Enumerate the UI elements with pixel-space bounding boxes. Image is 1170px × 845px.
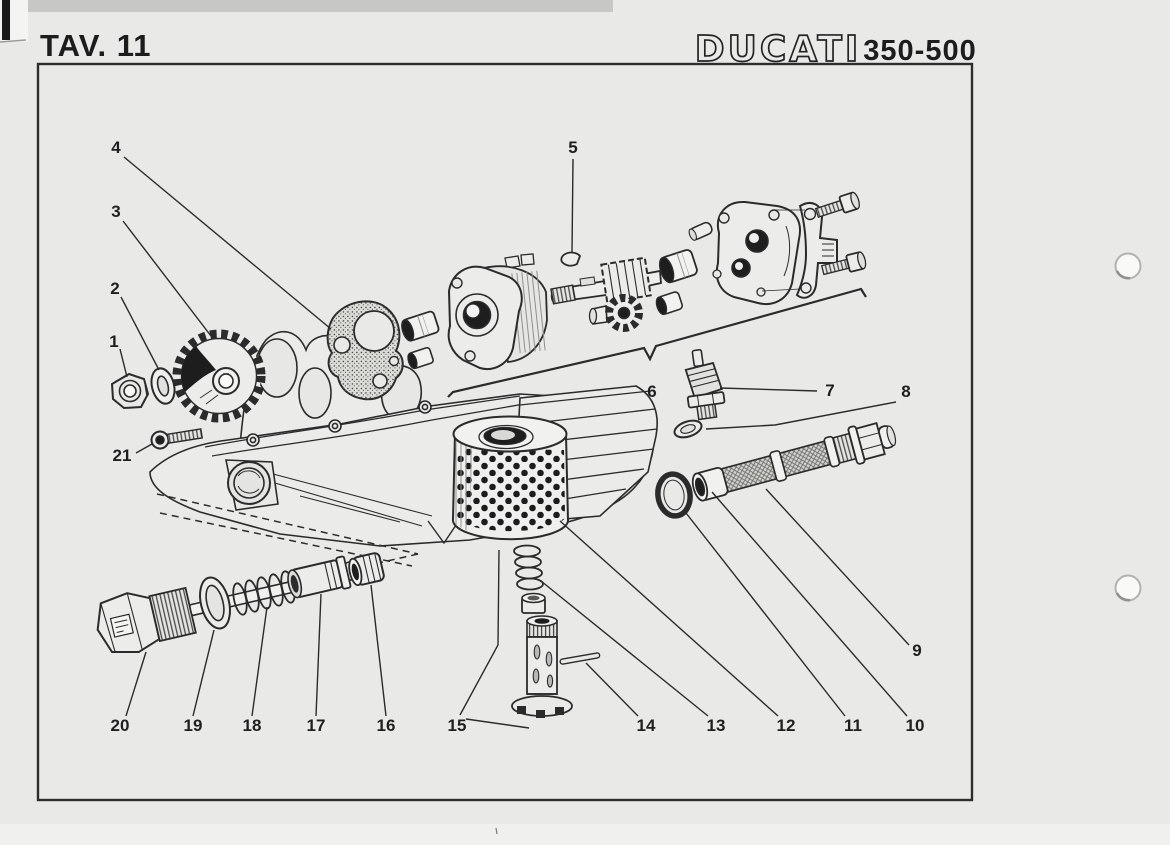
assembly-guide-lines (761, 209, 805, 292)
part-pump-body (447, 253, 548, 370)
leader-11 (685, 512, 846, 717)
part-screw (820, 251, 867, 276)
leader-12 (559, 520, 779, 717)
part-screw-socket (150, 428, 203, 450)
callout-20: 20 (111, 716, 130, 735)
leader-20 (125, 651, 147, 717)
leader-14 (585, 662, 639, 717)
leader-19 (192, 629, 215, 717)
page-bottom-margin (0, 824, 1170, 845)
callout-17: 17 (307, 716, 326, 735)
leader-5 (571, 158, 574, 253)
part-pin (559, 652, 601, 665)
part-gear (172, 329, 266, 423)
leader-lines (119, 156, 910, 729)
leader-2 (120, 296, 160, 371)
part-spring-vertical (513, 544, 544, 591)
part-bushing-small (407, 346, 434, 370)
part-screw (814, 191, 860, 219)
leader-16 (370, 584, 387, 717)
part-filter-support-tube (511, 615, 573, 718)
leader-17 (315, 593, 322, 717)
leader-8 (705, 401, 897, 430)
part-bushing-small (655, 291, 684, 316)
callout-10: 10 (906, 716, 925, 735)
leader-9 (765, 488, 910, 646)
leader-21 (135, 443, 153, 454)
callout-7: 7 (825, 381, 834, 400)
callout-13: 13 (707, 716, 726, 735)
part-washer (150, 367, 176, 405)
callout-18: 18 (243, 716, 262, 735)
callout-9: 9 (912, 641, 921, 660)
part-pressure-switch (684, 348, 726, 421)
part-o-ring (655, 471, 693, 519)
leader-18 (251, 606, 268, 717)
part-cap-nut (348, 552, 385, 587)
part-pump-shaft (550, 256, 662, 305)
page-mark (495, 827, 498, 835)
callout-11: 11 (844, 716, 862, 735)
part-pump-gear-small (588, 294, 643, 332)
model-label: 350-500 (863, 35, 976, 67)
part-bushing (658, 249, 698, 284)
callout-8: 8 (901, 382, 910, 401)
callout-3: 3 (111, 202, 120, 221)
part-valve-cap (521, 592, 546, 614)
callout-1: 1 (109, 332, 118, 351)
scan-edge-strip (28, 0, 613, 12)
part-gasket (326, 300, 404, 401)
callout-2: 2 (110, 279, 119, 298)
leader-3 (122, 220, 212, 337)
part-seal-washer (673, 419, 703, 439)
leader-4 (123, 156, 332, 330)
callout-12: 12 (777, 716, 796, 735)
part-nut (110, 372, 150, 410)
exploded-diagram (96, 191, 897, 718)
leader-1 (119, 348, 128, 378)
part-strainer-tube (691, 422, 897, 502)
callout-5: 5 (568, 138, 577, 157)
group-brace (447, 287, 867, 398)
callout-numbers: 1 2 3 4 5 6 7 8 9 10 11 12 13 14 15 16 1… (109, 138, 924, 735)
plate-frame (36, 62, 974, 802)
callout-4: 4 (111, 138, 121, 157)
leader-15a (459, 549, 500, 716)
callout-19: 19 (184, 716, 203, 735)
leader-7 (719, 387, 818, 392)
callout-14: 14 (637, 716, 656, 735)
callout-15: 15 (448, 716, 467, 735)
part-bushing (401, 310, 440, 342)
leader-13 (540, 580, 709, 717)
leader-15b (465, 718, 530, 729)
part-woodruff-key (560, 251, 582, 267)
part-roller-pin (688, 221, 713, 241)
plate-title: TAV. 11 (40, 28, 152, 63)
punch-holes (1114, 252, 1142, 602)
part-pump-cover (712, 200, 801, 305)
callout-6: 6 (647, 382, 656, 401)
part-plug-washer (199, 576, 231, 630)
callout-21: 21 (113, 446, 132, 465)
part-filter-cartridge (451, 415, 570, 541)
leader-10 (711, 491, 908, 717)
callout-16: 16 (377, 716, 396, 735)
scan-corner-mark (2, 0, 10, 40)
